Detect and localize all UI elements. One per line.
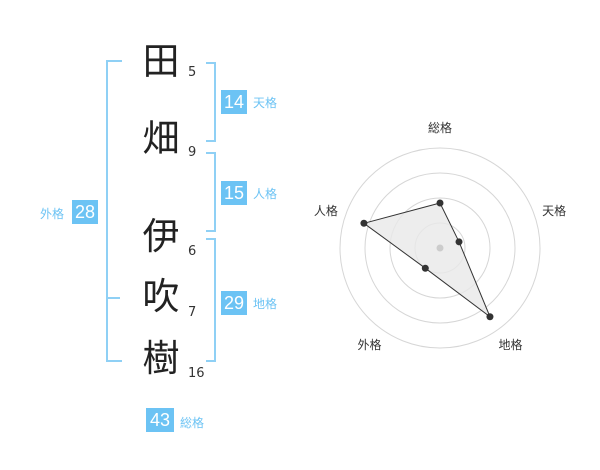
radar-axis-label-3: 地格 — [499, 337, 523, 352]
radar-polygon — [362, 202, 492, 319]
radar-ring-4 — [339, 147, 541, 349]
gaikaku-value: 28 — [72, 200, 98, 224]
stroke-count-5: 16 — [188, 366, 205, 381]
stroke-count-3: 6 — [188, 244, 197, 259]
name-char-1: 田 — [142, 40, 180, 83]
radar-point-1 — [436, 199, 444, 207]
radar-ring-2 — [389, 197, 491, 299]
radar-axis-label-5: 人格 — [314, 203, 338, 218]
radar-ring-3 — [364, 172, 516, 324]
radar-point-5 — [360, 219, 368, 227]
radar-center-dot — [436, 244, 444, 252]
name-char-4: 吹 — [142, 275, 180, 318]
tenkaku-label: 天格 — [253, 96, 278, 110]
stroke-count-4: 7 — [188, 305, 197, 320]
radar-axis-label-4: 外格 — [357, 337, 381, 352]
tenkaku-bracket — [206, 62, 216, 142]
jinkaku-value: 15 — [221, 181, 247, 205]
radar-axis-label-1: 総格 — [428, 120, 452, 135]
chikaku-bracket — [206, 238, 216, 362]
jinkaku-label: 人格 — [253, 187, 278, 201]
stroke-count-2: 9 — [188, 145, 197, 160]
radar-point-4 — [421, 264, 429, 272]
chikaku-value: 29 — [221, 291, 247, 315]
gaikaku-bracket-tick — [106, 297, 120, 299]
tenkaku-value: 14 — [221, 90, 247, 114]
gaikaku-bracket — [106, 60, 122, 362]
jinkaku-bracket — [206, 152, 216, 232]
gaikaku-label: 外格 — [40, 207, 65, 221]
radar-axis-label-2: 天格 — [542, 203, 566, 218]
soukaku-label: 総格 — [180, 416, 205, 430]
chikaku-label: 地格 — [253, 297, 278, 311]
name-char-5: 樹 — [142, 337, 180, 380]
radar-point-3 — [486, 313, 494, 321]
stroke-count-1: 5 — [188, 65, 197, 80]
name-char-2: 畑 — [142, 117, 180, 160]
name-char-3: 伊 — [142, 215, 180, 258]
soukaku-value: 43 — [146, 408, 174, 432]
radar-point-2 — [455, 238, 463, 246]
